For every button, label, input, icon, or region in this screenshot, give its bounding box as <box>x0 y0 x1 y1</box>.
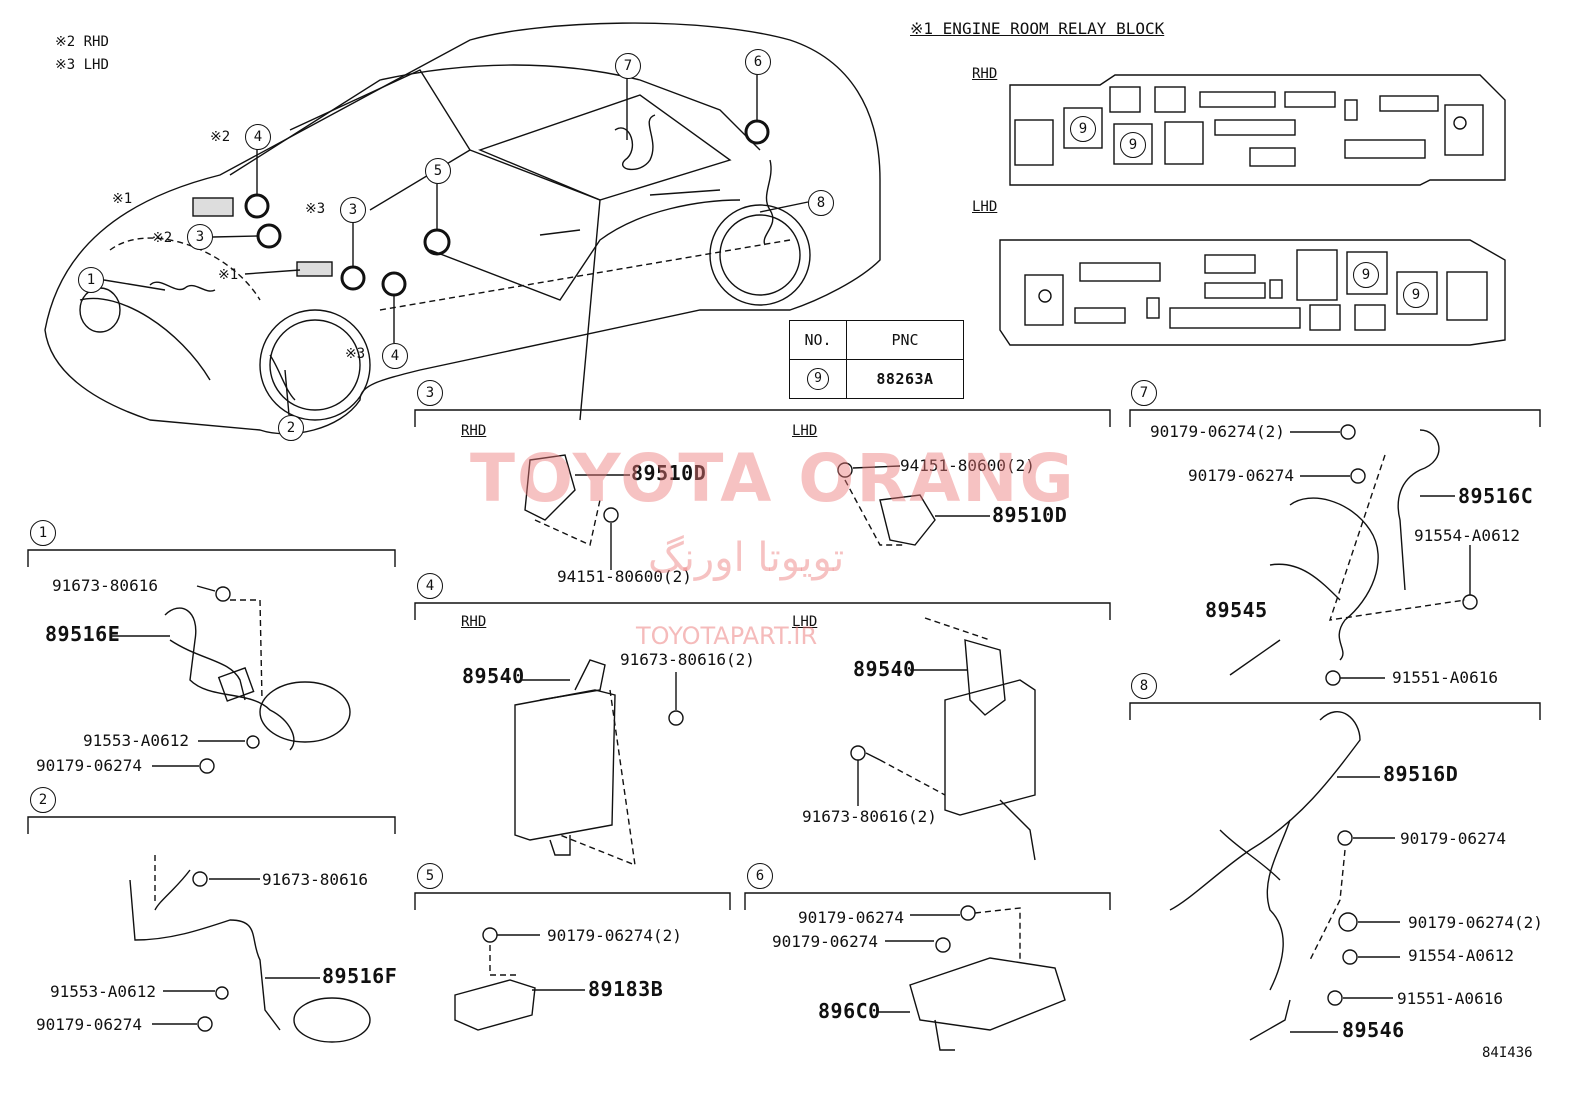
part-label[interactable]: 89516D <box>1383 762 1459 786</box>
relay-lhd-label: LHD <box>972 199 998 215</box>
part-label[interactable]: 89540 <box>853 657 916 681</box>
car-callout-5[interactable]: 5 <box>425 158 451 184</box>
part-label[interactable]: 90179-06274 <box>798 908 904 927</box>
relay-marker-9: 9 <box>1353 262 1379 288</box>
car-callout-4[interactable]: 4 <box>245 124 271 150</box>
section7-drawing <box>1229 424 1478 686</box>
relay-marker-9: 9 <box>1403 282 1429 308</box>
relay-rhd-label: RHD <box>972 66 998 82</box>
part-label[interactable]: 91551-A0616 <box>1392 668 1498 687</box>
part-label[interactable]: 91551-A0616 <box>1397 989 1503 1008</box>
part-label[interactable]: 91553-A0612 <box>83 731 189 750</box>
section4-rhd-label: RHD <box>461 614 487 630</box>
section-5-number: 5 <box>417 863 443 889</box>
section-brackets <box>27 409 1541 910</box>
relay-marker-9: 9 <box>1120 132 1146 158</box>
car-note-3: ※3 <box>305 201 326 217</box>
part-label[interactable]: 91554-A0612 <box>1414 526 1520 545</box>
part-label[interactable]: 89510D <box>631 461 707 485</box>
part-label[interactable]: 90179-06274(2) <box>1150 422 1285 441</box>
part-label[interactable]: 90179-06274(2) <box>547 926 682 945</box>
car-callout-6[interactable]: 6 <box>745 49 771 75</box>
section-3-number: 3 <box>417 380 443 406</box>
part-label[interactable]: 89516E <box>45 622 121 646</box>
section-4-number: 4 <box>417 573 443 599</box>
part-label[interactable]: 89510D <box>992 503 1068 527</box>
part-label[interactable]: 91673-80616(2) <box>620 650 755 669</box>
car-note-3: ※3 <box>345 346 366 362</box>
part-label[interactable]: 91553-A0612 <box>50 982 156 1001</box>
section4-drawing <box>514 617 1036 867</box>
car-callout-1[interactable]: 1 <box>78 267 104 293</box>
part-label[interactable]: 89516F <box>322 964 398 988</box>
pnc-col-no: NO. <box>789 320 847 360</box>
car-callout-8[interactable]: 8 <box>808 190 834 216</box>
section-2-number: 2 <box>30 787 56 813</box>
part-label[interactable]: 89545 <box>1205 598 1268 622</box>
watermark-persian: تویوتا اورنگ <box>648 535 845 581</box>
section1-drawing <box>110 585 351 774</box>
watermark-url: TOYOTAPART.IR <box>636 622 818 650</box>
part-label[interactable]: 89546 <box>1342 1018 1405 1042</box>
part-label[interactable]: 90179-06274 <box>1400 829 1506 848</box>
watermark-title: TOYOTA ORANG <box>470 440 1076 517</box>
section-8-number: 8 <box>1131 673 1157 699</box>
part-label[interactable]: 89516C <box>1458 484 1534 508</box>
car-callout-7[interactable]: 7 <box>615 53 641 79</box>
car-callout-4[interactable]: 4 <box>382 343 408 369</box>
note-rhd: ※2 RHD <box>55 34 109 50</box>
relay-block-lhd-drawing <box>999 239 1506 346</box>
car-callout-leaders <box>103 75 809 416</box>
section5-drawing <box>454 927 585 1031</box>
car-callout-3[interactable]: 3 <box>187 224 213 250</box>
car-note-1: ※1 <box>218 267 239 283</box>
section8-drawing <box>1169 711 1400 1041</box>
part-label[interactable]: 91554-A0612 <box>1408 946 1514 965</box>
part-label[interactable]: 90179-06274 <box>36 756 142 775</box>
part-label[interactable]: 91673-80616(2) <box>802 807 937 826</box>
section-7-number: 7 <box>1131 380 1157 406</box>
relay-block-rhd-drawing <box>1009 74 1506 186</box>
part-label[interactable]: 90179-06274 <box>772 932 878 951</box>
pnc-col-pnc: PNC <box>846 320 964 360</box>
car-note-1: ※1 <box>112 191 133 207</box>
part-label[interactable]: 90179-06274 <box>36 1015 142 1034</box>
part-label[interactable]: 94151-80600(2) <box>557 567 692 586</box>
pnc-table: NO. PNC 9 88263A <box>789 320 964 399</box>
section-1-number: 1 <box>30 520 56 546</box>
section2-drawing <box>129 855 371 1043</box>
note-lhd: ※3 LHD <box>55 57 109 73</box>
car-note-2: ※2 <box>210 129 231 145</box>
part-label[interactable]: 91673-80616 <box>262 870 368 889</box>
section3-rhd-label: RHD <box>461 423 487 439</box>
section4-lhd-label: LHD <box>792 614 818 630</box>
section-6-number: 6 <box>747 863 773 889</box>
section6-drawing <box>878 905 1066 1051</box>
part-label[interactable]: 896C0 <box>818 999 881 1023</box>
pnc-row-pnc: 88263A <box>846 359 964 399</box>
part-label[interactable]: 89183B <box>588 977 664 1001</box>
part-label[interactable]: 94151-80600(2) <box>900 456 1035 475</box>
car-note-2: ※2 <box>152 230 173 246</box>
figure-code: 84I436 <box>1482 1045 1533 1061</box>
part-label[interactable]: 90179-06274(2) <box>1408 913 1543 932</box>
part-label[interactable]: 89540 <box>462 664 525 688</box>
car-callout-2[interactable]: 2 <box>278 415 304 441</box>
section3-drawing <box>524 454 990 570</box>
pnc-row-no: 9 <box>807 368 829 390</box>
relay-marker-9: 9 <box>1070 116 1096 142</box>
car-callout-3[interactable]: 3 <box>340 197 366 223</box>
part-label[interactable]: 90179-06274 <box>1188 466 1294 485</box>
section3-lhd-label: LHD <box>792 423 818 439</box>
part-label[interactable]: 91673-80616 <box>52 576 158 595</box>
relay-block-title: ※1 ENGINE ROOM RELAY BLOCK <box>910 19 1165 38</box>
